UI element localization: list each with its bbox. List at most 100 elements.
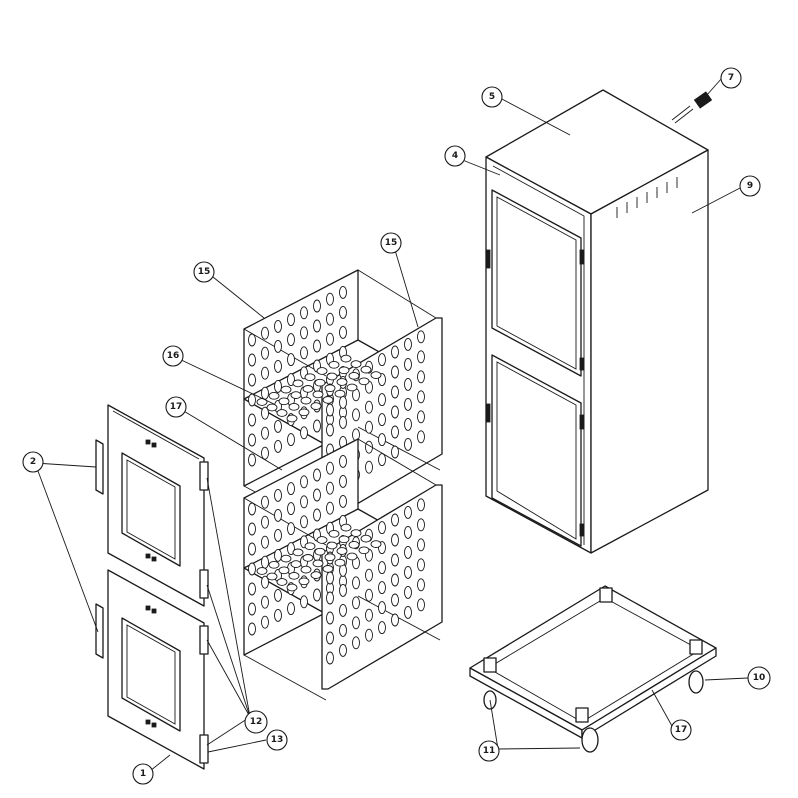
rack-hole [404, 565, 412, 579]
rack-hole [313, 319, 321, 333]
rack-hole [404, 585, 412, 599]
rack-hole [326, 571, 334, 585]
rack-hole [365, 628, 373, 642]
rack-hole [274, 319, 282, 333]
rack-hole [391, 345, 399, 359]
rack-hole [314, 547, 326, 556]
rack-hole [360, 534, 372, 543]
rack-hole [326, 501, 334, 515]
rack-hole [391, 405, 399, 419]
rack-hole [417, 350, 425, 364]
rack-hole [378, 601, 386, 615]
rack-hole [288, 571, 300, 580]
rack-hole [352, 576, 360, 590]
rack-hole [348, 540, 360, 549]
rack-hole [326, 651, 334, 665]
rack-hole [261, 366, 269, 380]
callout-15b-label: 15 [385, 238, 398, 248]
rack-hole [261, 535, 269, 549]
rack-upper [243, 269, 443, 531]
rack-hole [248, 373, 256, 387]
rack-hole [350, 529, 362, 537]
rack-hole [348, 371, 360, 380]
rack-hole [261, 575, 269, 589]
rack-hole [378, 621, 386, 635]
upper-door [95, 404, 209, 607]
rack-hole [287, 502, 295, 516]
callout-1: 1 [132, 763, 154, 785]
rack-hole [339, 603, 347, 617]
callout-15b: 15 [380, 232, 402, 254]
rack-hole [261, 426, 269, 440]
callout-11-label: 11 [483, 746, 496, 756]
callout-7-label: 7 [728, 73, 734, 83]
rack-hole [339, 583, 347, 597]
callout-13: 13 [266, 729, 288, 751]
rack-hole [276, 409, 288, 417]
rack-hole [266, 403, 278, 412]
cabinet-vents [616, 177, 678, 218]
rack-hole [328, 360, 340, 369]
rack-hole [248, 433, 256, 447]
rack-hole [290, 391, 302, 399]
rack-hole [300, 326, 308, 340]
caster [688, 639, 704, 694]
rack-hole [338, 535, 350, 544]
rack-hole [404, 437, 412, 451]
rack-hole [313, 468, 321, 482]
callout-1-label: 1 [140, 769, 146, 779]
rack-hole [280, 554, 292, 563]
rack-hole [261, 495, 269, 509]
rack-hole [248, 353, 256, 367]
rack-hole [274, 419, 282, 433]
rack-hole [404, 525, 412, 539]
rack-hole [261, 515, 269, 529]
rack-hole [391, 425, 399, 439]
rack-hole [322, 396, 334, 404]
callout-11: 11 [478, 740, 500, 762]
rack-hole [365, 460, 373, 474]
rack-hole [340, 523, 352, 532]
rack-hole [248, 542, 256, 556]
rack-hole [248, 602, 256, 616]
callout-16-label: 16 [167, 351, 180, 361]
rack-hole [339, 395, 347, 409]
rack-hole [286, 414, 298, 423]
rack-hole [334, 558, 346, 567]
power-cord [671, 91, 713, 124]
rack-hole [365, 420, 373, 434]
rack-hole [290, 560, 302, 568]
rack-hole [352, 616, 360, 630]
callout-12: 12 [244, 710, 268, 734]
leader-lines [34, 77, 749, 772]
rack-hole [404, 397, 412, 411]
rack-hole [339, 454, 347, 468]
rack-hole [340, 354, 352, 363]
rack-hole [292, 379, 304, 388]
rack-hole [417, 598, 425, 612]
rack-hole [310, 402, 322, 410]
callout-17a: 17 [165, 396, 187, 418]
cabinet [485, 89, 713, 554]
rack-hole [378, 521, 386, 535]
callout-15a: 15 [193, 261, 215, 283]
rack-hole [300, 565, 312, 574]
rack-hole [417, 538, 425, 552]
rack-hole [365, 608, 373, 622]
rack-hole [248, 333, 256, 347]
rack-hole [300, 515, 308, 529]
callouts: 5 4 7 9 10 11 17 15 15 16 17 2 12 13 1 [22, 67, 771, 785]
rack-hole [358, 377, 370, 386]
rack-hole [287, 433, 295, 447]
rack-hole [274, 379, 282, 393]
rack-hole [280, 385, 292, 394]
callout-2-label: 2 [30, 457, 36, 467]
rack-hole [339, 305, 347, 319]
rack-hole [339, 415, 347, 429]
rack-hole [378, 393, 386, 407]
rack-hole [287, 313, 295, 327]
rack-hole [268, 391, 280, 400]
rack-hole [313, 588, 321, 602]
rack-hole [248, 413, 256, 427]
rack-hole [417, 390, 425, 404]
